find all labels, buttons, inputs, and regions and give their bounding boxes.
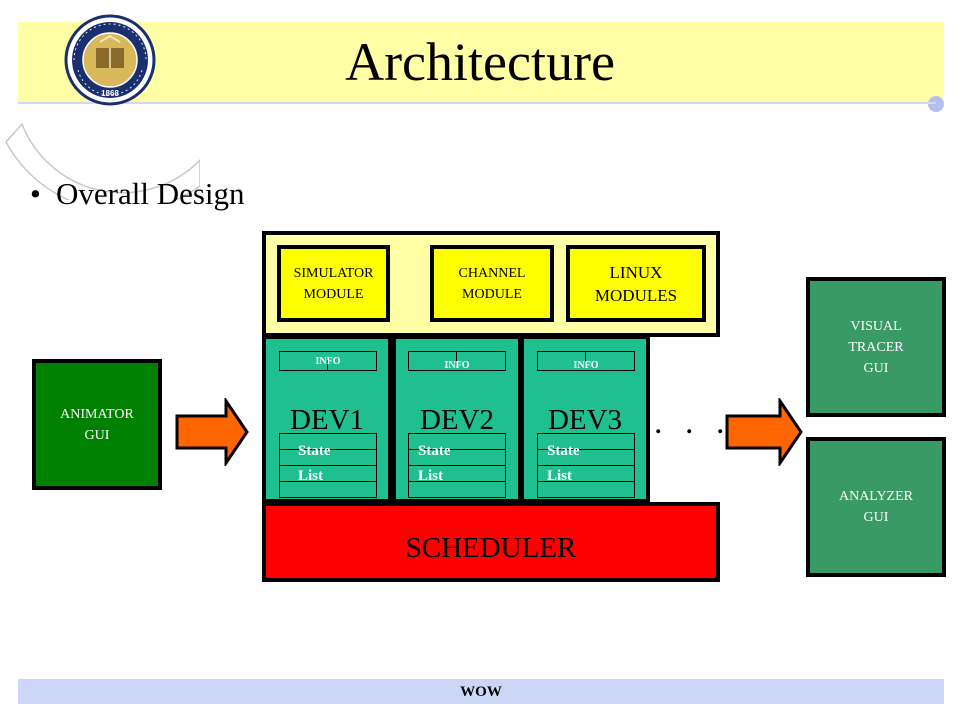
info-label: INFO [573,360,599,371]
info-label: INFO [444,360,470,371]
box-line: ANIMATOR [60,406,134,422]
info-box [408,351,506,371]
info-divider [456,352,457,362]
animator-to-devices-arrow [175,398,249,466]
footer-band [18,679,944,704]
module-line: SIMULATOR [293,265,374,281]
university-seal-logo: 1868 [5,14,200,200]
state-list-row [537,481,635,498]
bullet-item: • Overall Design [30,176,245,212]
info-box [537,351,635,371]
devices-to-gui-arrow [725,398,803,466]
svg-text:1868: 1868 [101,89,119,98]
state-list-row [279,481,377,498]
info-box [279,351,377,371]
module-line: MODULES [594,285,678,305]
scheduler-block: SCHEDULER [262,502,720,582]
list-label: List [418,468,444,484]
more-devices-ellipsis: . . . [654,404,732,441]
info-divider [327,360,328,370]
module-line: CHANNEL [458,265,526,281]
state-label: State [418,443,451,459]
box-line: GUI [84,427,110,443]
list-label: List [298,468,324,484]
state-label: State [547,443,580,459]
box-line: ANALYZER [838,489,914,504]
box-line: VISUAL [850,318,902,334]
list-label: List [547,468,573,484]
state-list-row [279,465,377,482]
title-accent-dot [928,96,944,112]
slide-title: Architecture [345,32,615,92]
box-line: TRACER [848,339,904,355]
module-line: MODULE [303,286,364,302]
dev1-label: DEV1 [289,404,365,436]
dev2-label: DEV2 [419,404,495,436]
box-line: GUI [863,360,889,376]
info-divider [585,352,586,362]
title-band [18,22,944,102]
title-rule [18,102,936,104]
info-label: INFO [315,356,341,367]
module-line: MODULE [462,286,522,302]
state-label: State [298,443,331,459]
visual-tracer-gui-box: VISUAL TRACER GUI [806,277,946,417]
linux-modules-box: LINUX MODULES [566,245,706,322]
channel-module-box: CHANNEL MODULE [430,245,554,322]
simulator-module-box: SIMULATOR MODULE [277,245,390,322]
module-line: LINUX [609,262,663,282]
state-list-row [408,481,506,498]
bullet-text: Overall Design [56,176,245,211]
bullet-dot: • [30,176,41,211]
dev3-label: DEV3 [547,404,623,436]
analyzer-gui-box: ANALYZER GUI [806,437,946,577]
animator-gui-box: ANIMATOR GUI [32,359,162,490]
box-line: GUI [863,510,889,525]
footer-text: WOW [460,684,502,700]
